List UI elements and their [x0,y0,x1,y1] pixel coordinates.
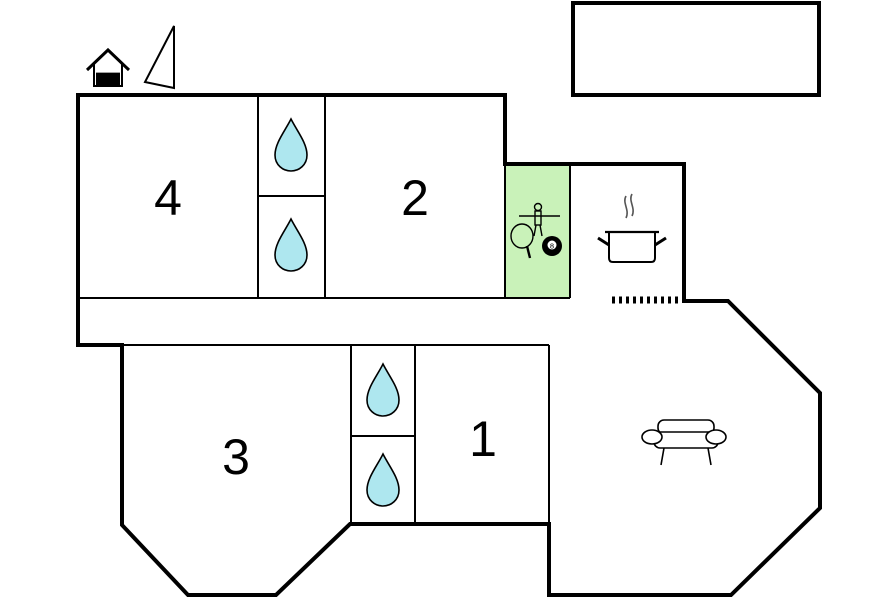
svg-text:8: 8 [550,243,554,251]
outer-wall [76,93,822,597]
house-icon [85,47,131,87]
room-label-1: 1 [469,411,497,467]
water-drop-icon [366,452,400,507]
room-label-4: 4 [154,170,182,226]
north-arrow-icon [143,25,175,90]
detached-building [571,1,821,97]
cooking-pot-icon [597,193,667,263]
games-room-icon: 8 [510,202,562,259]
water-drop-icon [366,362,400,417]
room-label-2: 2 [401,170,429,226]
sofa-icon [641,419,727,466]
room-label-3: 3 [222,429,250,485]
water-drop-icon [274,117,308,172]
water-drop-icon [274,217,308,272]
